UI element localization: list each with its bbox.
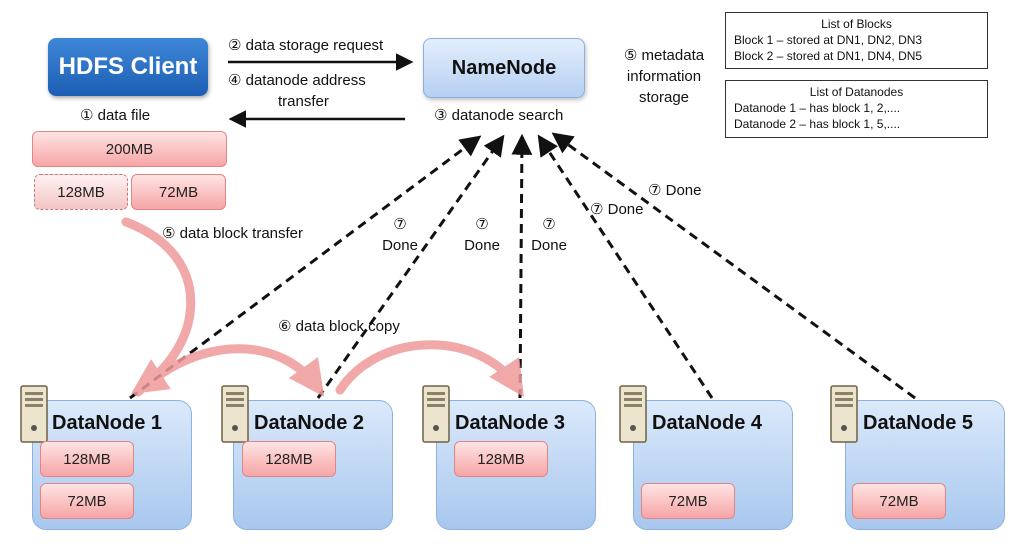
datanode-1-title: DataNode 1 xyxy=(52,412,163,434)
file-block-128mb-label: 128MB xyxy=(57,183,105,201)
file-block-72mb-label: 72MB xyxy=(158,183,199,201)
blocks-list-box: List of Blocks Block 1 – stored at DN1, … xyxy=(725,12,988,69)
step-address-label-1: ④ datanode address xyxy=(228,72,366,89)
datanode-1-block-72mb-label: 72MB xyxy=(67,492,107,510)
server-icon xyxy=(830,385,858,443)
done-label-4: ⑦ Done xyxy=(590,200,643,220)
datanode-3-block-128mb-label: 128MB xyxy=(477,450,525,468)
namenode-box: NameNode xyxy=(423,38,585,98)
done-label-4-text: Done xyxy=(607,201,644,218)
datanode-2-block-128mb: 128MB xyxy=(242,441,336,477)
done-arrow-5 xyxy=(551,132,916,400)
datanode-1-block-72mb: 72MB xyxy=(40,483,134,519)
done-label-3-text: Done xyxy=(531,237,567,254)
hdfs-client-box: HDFS Client xyxy=(48,38,208,96)
step-search-label: ③ datanode search xyxy=(434,107,564,124)
datanode-4-block-72mb-label: 72MB xyxy=(668,492,708,510)
server-icon xyxy=(221,385,249,443)
file-block-200mb-label: 200MB xyxy=(105,140,154,158)
done-label-1-text: Done xyxy=(382,237,418,254)
step-metadata-label-1: ⑤ metadata xyxy=(623,47,705,64)
done-label-3-num: ⑦ xyxy=(542,216,556,233)
datanode-3-block-128mb: 128MB xyxy=(454,441,548,477)
datanode-5-title: DataNode 5 xyxy=(863,412,974,434)
step-data-file-label: ① data file xyxy=(80,107,151,124)
done-label-5-num: ⑦ xyxy=(648,182,662,199)
done-label-5: ⑦ Done xyxy=(648,181,701,201)
server-icon xyxy=(20,385,48,443)
datanodes-list-title: List of Datanodes xyxy=(809,85,904,99)
server-icon xyxy=(422,385,450,443)
done-arrow-1 xyxy=(129,135,482,400)
datanode-1-block-128mb: 128MB xyxy=(40,441,134,477)
hdfs-client-label: HDFS Client xyxy=(58,53,198,80)
datanodes-list-row-2: Datanode 2 – has block 1, 5,.... xyxy=(734,117,901,131)
blocks-list-row-2: Block 2 – stored at DN1, DN4, DN5 xyxy=(734,49,923,63)
datanode-2-title: DataNode 2 xyxy=(254,412,365,434)
done-arrow-3 xyxy=(511,133,533,399)
blocks-list-title: List of Blocks xyxy=(821,17,892,31)
done-label-5-text: Done xyxy=(665,182,702,199)
done-arrow-4 xyxy=(537,134,714,399)
namenode-label: NameNode xyxy=(451,56,557,79)
block-copy-arrow-1 xyxy=(133,344,325,397)
done-label-4-num: ⑦ xyxy=(590,201,604,218)
step-address-label-2: transfer xyxy=(278,93,329,110)
step-request-label: ② data storage request xyxy=(228,37,384,54)
step-metadata-label-2: information xyxy=(626,68,702,85)
datanodes-list-box: List of Datanodes Datanode 1 – has block… xyxy=(725,80,988,138)
file-block-200mb: 200MB xyxy=(32,131,227,167)
datanodes-list-row-1: Datanode 1 – has block 1, 2,.... xyxy=(734,101,901,115)
file-block-72mb: 72MB xyxy=(131,174,226,210)
step-metadata-label-3: storage xyxy=(638,89,690,106)
datanode-5-block-72mb-label: 72MB xyxy=(879,492,919,510)
done-label-2-text: Done xyxy=(464,237,500,254)
block-copy-arrow-2 xyxy=(335,340,524,398)
datanode-1-block-128mb-label: 128MB xyxy=(63,450,111,468)
datanode-4-block-72mb: 72MB xyxy=(641,483,735,519)
done-label-1-num: ⑦ xyxy=(393,216,407,233)
blocks-list-row-1: Block 1 – stored at DN1, DN2, DN3 xyxy=(734,33,923,47)
done-label-2-num: ⑦ xyxy=(475,216,489,233)
server-icon xyxy=(619,385,647,443)
datanode-2-block-128mb-label: 128MB xyxy=(265,450,313,468)
datanode-4-title: DataNode 4 xyxy=(652,412,763,434)
datanode-3-title: DataNode 3 xyxy=(455,412,566,434)
file-block-128mb: 128MB xyxy=(34,174,128,210)
done-arrow-2 xyxy=(316,134,505,399)
datanode-5-block-72mb: 72MB xyxy=(852,483,946,519)
step-block-transfer-label: ⑤ data block transfer xyxy=(162,225,304,242)
step-block-copy-label: ⑥ data block copy xyxy=(278,318,400,335)
